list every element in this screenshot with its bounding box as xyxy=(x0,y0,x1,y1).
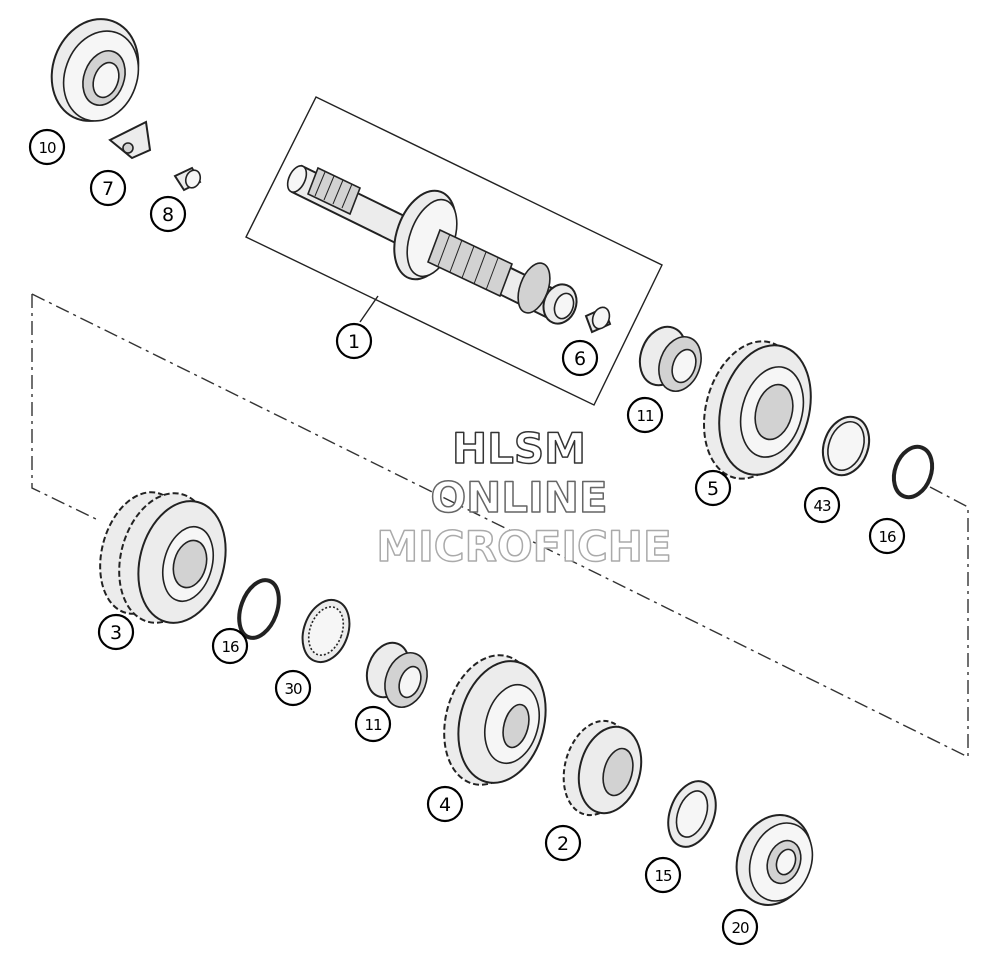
callout-ring xyxy=(626,396,664,434)
washer-part-15[interactable] xyxy=(660,775,725,854)
callout-label: 15 xyxy=(654,867,672,885)
callout-ring xyxy=(149,195,187,233)
main-shaft-part-1[interactable] xyxy=(284,163,582,328)
screw-part-8[interactable] xyxy=(173,166,203,192)
circlip-part-16-lower[interactable] xyxy=(232,575,286,644)
callout-c11b: 11 xyxy=(354,705,392,743)
callout-ring xyxy=(644,856,682,894)
gear-part-5[interactable] xyxy=(689,330,824,489)
callout-c3: 3 xyxy=(97,613,135,651)
callout-ring xyxy=(89,169,127,207)
callout-ring xyxy=(803,486,841,524)
circlip-part-16-upper[interactable] xyxy=(887,441,939,502)
callout-c8: 8 xyxy=(149,195,187,233)
callout-label: 7 xyxy=(102,178,114,200)
callout-c6: 6 xyxy=(561,339,599,377)
callout-label: 20 xyxy=(731,919,749,937)
callout-label: 8 xyxy=(162,204,174,226)
callout-label: 30 xyxy=(284,680,302,698)
callout-c10a: 10 xyxy=(28,128,66,166)
callout-label: 4 xyxy=(439,794,451,816)
watermark-line-2: ONLINE xyxy=(430,473,607,522)
assembly-path-right xyxy=(929,486,969,757)
callout-label: 11 xyxy=(364,716,382,734)
bushing-part-6[interactable] xyxy=(584,305,612,334)
leader-1 xyxy=(359,295,379,323)
callout-c16b: 16 xyxy=(211,627,249,665)
callout-label: 1 xyxy=(348,331,360,353)
callout-ring xyxy=(694,469,732,507)
callout-c7: 7 xyxy=(89,169,127,207)
callout-ring xyxy=(561,339,599,377)
callout-label: 16 xyxy=(878,528,896,546)
washer-part-43[interactable] xyxy=(815,410,877,481)
callout-c5: 5 xyxy=(694,469,732,507)
callout-c2: 2 xyxy=(544,824,582,862)
gear-part-4[interactable] xyxy=(430,645,558,795)
watermark: HLSM ONLINE MICROFICHE xyxy=(376,423,673,572)
callout-c11a: 11 xyxy=(626,396,664,434)
callout-label: 10 xyxy=(38,139,56,157)
callout-label: 5 xyxy=(707,478,719,500)
assembly-path-main xyxy=(31,293,969,758)
double-gear-part-3[interactable] xyxy=(87,483,238,633)
gear-part-2[interactable] xyxy=(554,713,651,822)
callout-ring xyxy=(868,517,906,555)
callout-c30: 30 xyxy=(274,669,312,707)
lock-plate-part-7[interactable] xyxy=(108,120,152,160)
callout-c16a: 16 xyxy=(868,517,906,555)
watermark-line-3: MICROFICHE xyxy=(376,522,671,571)
callout-label: 2 xyxy=(557,833,569,855)
callout-c20: 20 xyxy=(721,908,759,946)
watermark-line-1: HLSM xyxy=(452,424,586,473)
needle-bearing-part-11-upper[interactable] xyxy=(632,320,708,397)
callout-c4: 4 xyxy=(426,785,464,823)
callout-label: 43 xyxy=(813,497,831,515)
callout-ring xyxy=(354,705,392,743)
callout-ring xyxy=(274,669,312,707)
callout-ring xyxy=(28,128,66,166)
callout-ring xyxy=(544,824,582,862)
callout-label: 16 xyxy=(221,638,239,656)
assembly-path-left xyxy=(31,294,99,521)
callout-label: 6 xyxy=(574,348,586,370)
callout-c43: 43 xyxy=(803,486,841,524)
callout-ring xyxy=(97,613,135,651)
spline-washer-part-30[interactable] xyxy=(294,593,357,668)
callout-c15: 15 xyxy=(644,856,682,894)
needle-bearing-part-11-lower[interactable] xyxy=(360,637,435,713)
bearing-part-20[interactable] xyxy=(724,804,823,915)
callout-label: 11 xyxy=(636,407,654,425)
shaft-assembly-frame xyxy=(245,96,663,406)
callout-ring xyxy=(426,785,464,823)
callout-ring xyxy=(335,322,373,360)
callout-ring xyxy=(211,627,249,665)
callout-c1: 1 xyxy=(335,322,373,360)
callout-label: 3 xyxy=(110,622,122,644)
bearing-part-10[interactable] xyxy=(38,7,153,133)
callout-ring xyxy=(721,908,759,946)
